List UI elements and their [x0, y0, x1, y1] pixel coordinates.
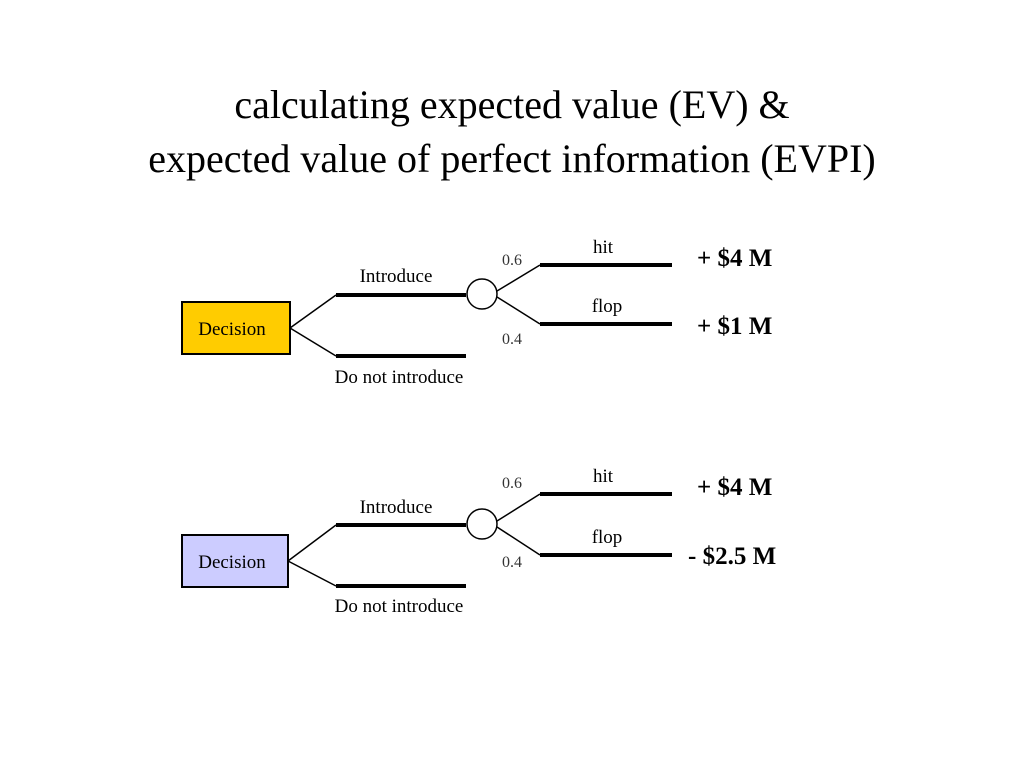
introduce-label-1: Introduce — [360, 266, 433, 287]
decision-tree-1: Decision Introduce Do not introduce 0.6 … — [181, 237, 772, 388]
flop-probability-1: 0.4 — [502, 331, 522, 348]
flop-payoff-2: - $2.5 M — [688, 543, 776, 570]
edge-decision-1-to-introduce — [289, 294, 337, 329]
chance-node-2 — [466, 508, 498, 540]
decision-node-2-label: Decision — [198, 552, 266, 573]
edge-chance-2-to-flop — [496, 526, 541, 556]
edge-decision-2-to-introduce — [287, 524, 337, 562]
title-line-1: calculating expected value (EV) & — [234, 82, 790, 127]
hit-payoff-2: + $4 M — [697, 474, 772, 501]
edge-decision-1-to-not-introduce — [289, 327, 337, 357]
decision-node-1-label: Decision — [198, 319, 266, 340]
flop-probability-2: 0.4 — [502, 554, 522, 571]
hit-label-1: hit — [593, 237, 614, 258]
hit-probability-1: 0.6 — [502, 252, 522, 269]
edge-chance-1-to-hit — [496, 264, 541, 292]
flop-label-2: flop — [592, 527, 623, 548]
introduce-label-2: Introduce — [360, 497, 433, 518]
not-introduce-label-2: Do not introduce — [335, 596, 464, 617]
hit-label-2: hit — [593, 466, 614, 487]
decision-tree-2: Decision Introduce Do not introduce 0.6 … — [181, 466, 776, 617]
flop-label-1: flop — [592, 296, 623, 317]
title-line-2: expected value of perfect information (E… — [148, 136, 876, 181]
edge-chance-1-to-flop — [496, 296, 541, 325]
flop-payoff-1: + $1 M — [697, 313, 772, 340]
decision-node-1 — [181, 301, 291, 355]
not-introduce-label-1: Do not introduce — [335, 367, 464, 388]
slide-title: calculating expected value (EV) & expect… — [0, 78, 1024, 186]
edge-decision-2-to-not-introduce — [287, 560, 337, 587]
hit-probability-2: 0.6 — [502, 475, 522, 492]
edge-chance-2-to-hit — [496, 493, 541, 522]
hit-payoff-1: + $4 M — [697, 245, 772, 272]
decision-node-2 — [181, 534, 289, 588]
chance-node-1 — [466, 278, 498, 310]
